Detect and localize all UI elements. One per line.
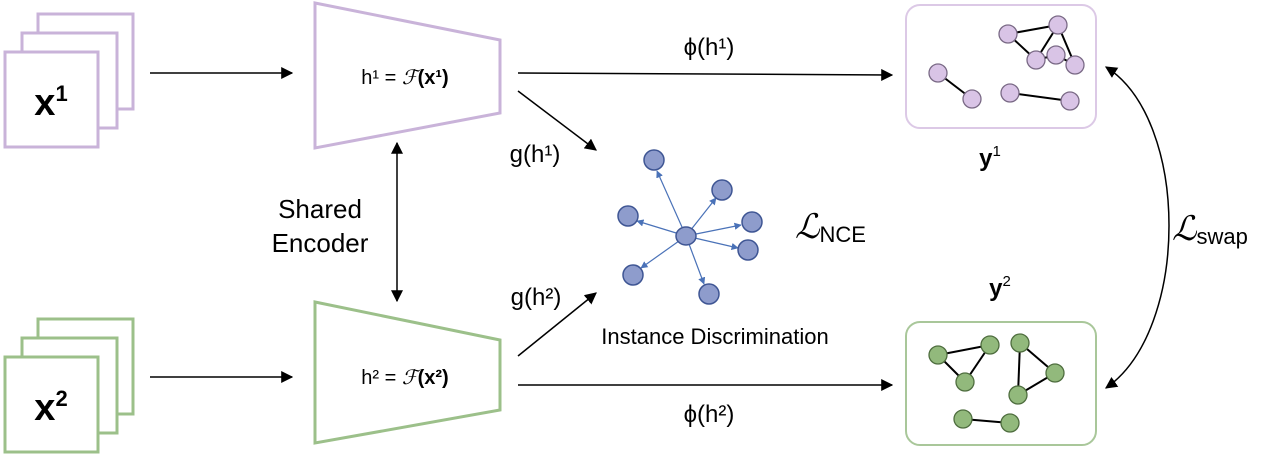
cluster-center-node xyxy=(675,226,697,246)
cluster-node xyxy=(741,211,763,233)
cluster-arrow xyxy=(656,170,687,237)
encoder-formula-bottom: h² = ℱ(x²) xyxy=(361,365,448,389)
shared-encoder-label-line2: Encoder xyxy=(272,228,369,258)
phi-label-top: ϕ(h¹) xyxy=(684,34,735,61)
arrow-phi-top xyxy=(517,68,894,81)
g-label-top: g(h¹) xyxy=(510,141,561,168)
cluster-node xyxy=(737,239,759,261)
nce-loss-label: ℒNCE xyxy=(795,207,866,247)
encoder-formula-top: h¹ = ℱ(x¹) xyxy=(361,65,448,89)
swap-loss-arrow xyxy=(1104,66,1170,389)
instance-discrimination-label: Instance Discrimination xyxy=(601,324,828,349)
output-box xyxy=(905,321,1097,446)
cluster-node xyxy=(643,149,665,171)
input-stack-x1: x1 xyxy=(3,12,135,149)
g-label-bottom: g(h²) xyxy=(511,284,562,311)
arrow-g-bottom xyxy=(517,292,597,357)
graph-nodes xyxy=(928,15,1085,111)
cluster-node xyxy=(698,283,720,305)
arrow-g-top xyxy=(517,90,597,151)
output-label-y2: y2 xyxy=(989,273,1011,302)
encoder-bottom: h² = ℱ(x²) xyxy=(313,300,502,445)
input-sheet-front xyxy=(3,355,100,454)
input-sheet-front xyxy=(3,50,100,149)
input-stack-x2: x2 xyxy=(3,317,135,454)
instance-discrimination-cluster xyxy=(617,149,763,305)
input-label-x2: x2 xyxy=(34,386,67,429)
encoder-trapezoid xyxy=(313,1,502,150)
output-box-y2: y2 xyxy=(905,273,1097,446)
encoder-trapezoid xyxy=(313,300,502,445)
cluster-node xyxy=(622,264,644,286)
cluster-node xyxy=(711,179,733,201)
cluster-node xyxy=(617,205,639,227)
encoder-top: h¹ = ℱ(x¹) xyxy=(313,1,502,150)
graph-nodes xyxy=(928,333,1065,433)
output-box-y1: y1 xyxy=(905,4,1097,172)
output-label-y1: y1 xyxy=(979,143,1001,172)
swap-loss-label: ℒswap xyxy=(1172,209,1248,249)
input-label-x1: x1 xyxy=(34,81,67,124)
shared-encoder-label-line1: Shared xyxy=(278,194,362,224)
phi-label-bottom: ϕ(h²) xyxy=(684,401,735,428)
